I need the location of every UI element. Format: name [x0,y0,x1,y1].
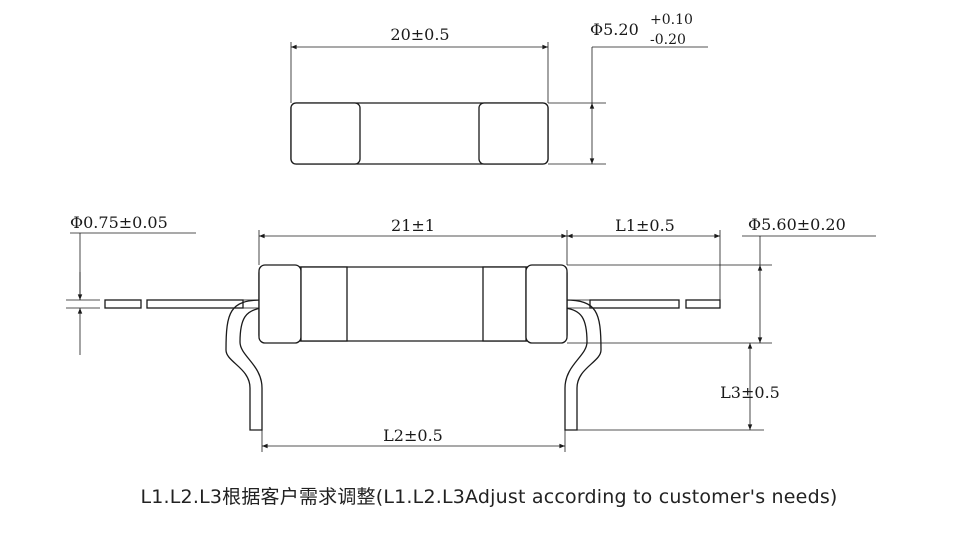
top-right-cap [478,102,549,165]
top-tolerance-plus: +0.10 [650,12,693,28]
bottom-right-cap [525,264,568,344]
top-length-label: 20±0.5 [390,25,449,44]
top-left-cap [290,102,361,165]
right-lead-segment [685,299,721,309]
bottom-left-cap [258,264,302,344]
adjust-note-caption: L1.L2.L3根据客户需求调整(L1.L2.L3Adjust accordin… [140,486,838,508]
l3-label: L3±0.5 [720,383,780,402]
top-fuse-view: 20±0.5 Φ5.20 +0.10 -0.20 [290,12,708,165]
left-bent-lead [225,299,263,431]
top-tolerance-minus: -0.20 [650,32,686,48]
l2-label: L2±0.5 [383,426,443,445]
cap-diameter-label: Φ5.60±0.20 [748,215,846,234]
l1-label: L1±0.5 [615,216,675,235]
bottom-right-cap-band [482,266,527,342]
body-length-label: 21±1 [391,216,435,235]
left-lead-segment [146,299,244,309]
top-diameter-label: Φ5.20 [590,20,639,39]
right-bent-lead [564,299,602,431]
bottom-fuse-view: Φ0.75±0.05 21±1 L1±0.5 [66,213,876,452]
left-lead-segment [104,299,142,309]
right-lead-segment [589,299,680,309]
bottom-left-cap-band [300,266,348,342]
lead-diameter-label: Φ0.75±0.05 [70,213,168,232]
